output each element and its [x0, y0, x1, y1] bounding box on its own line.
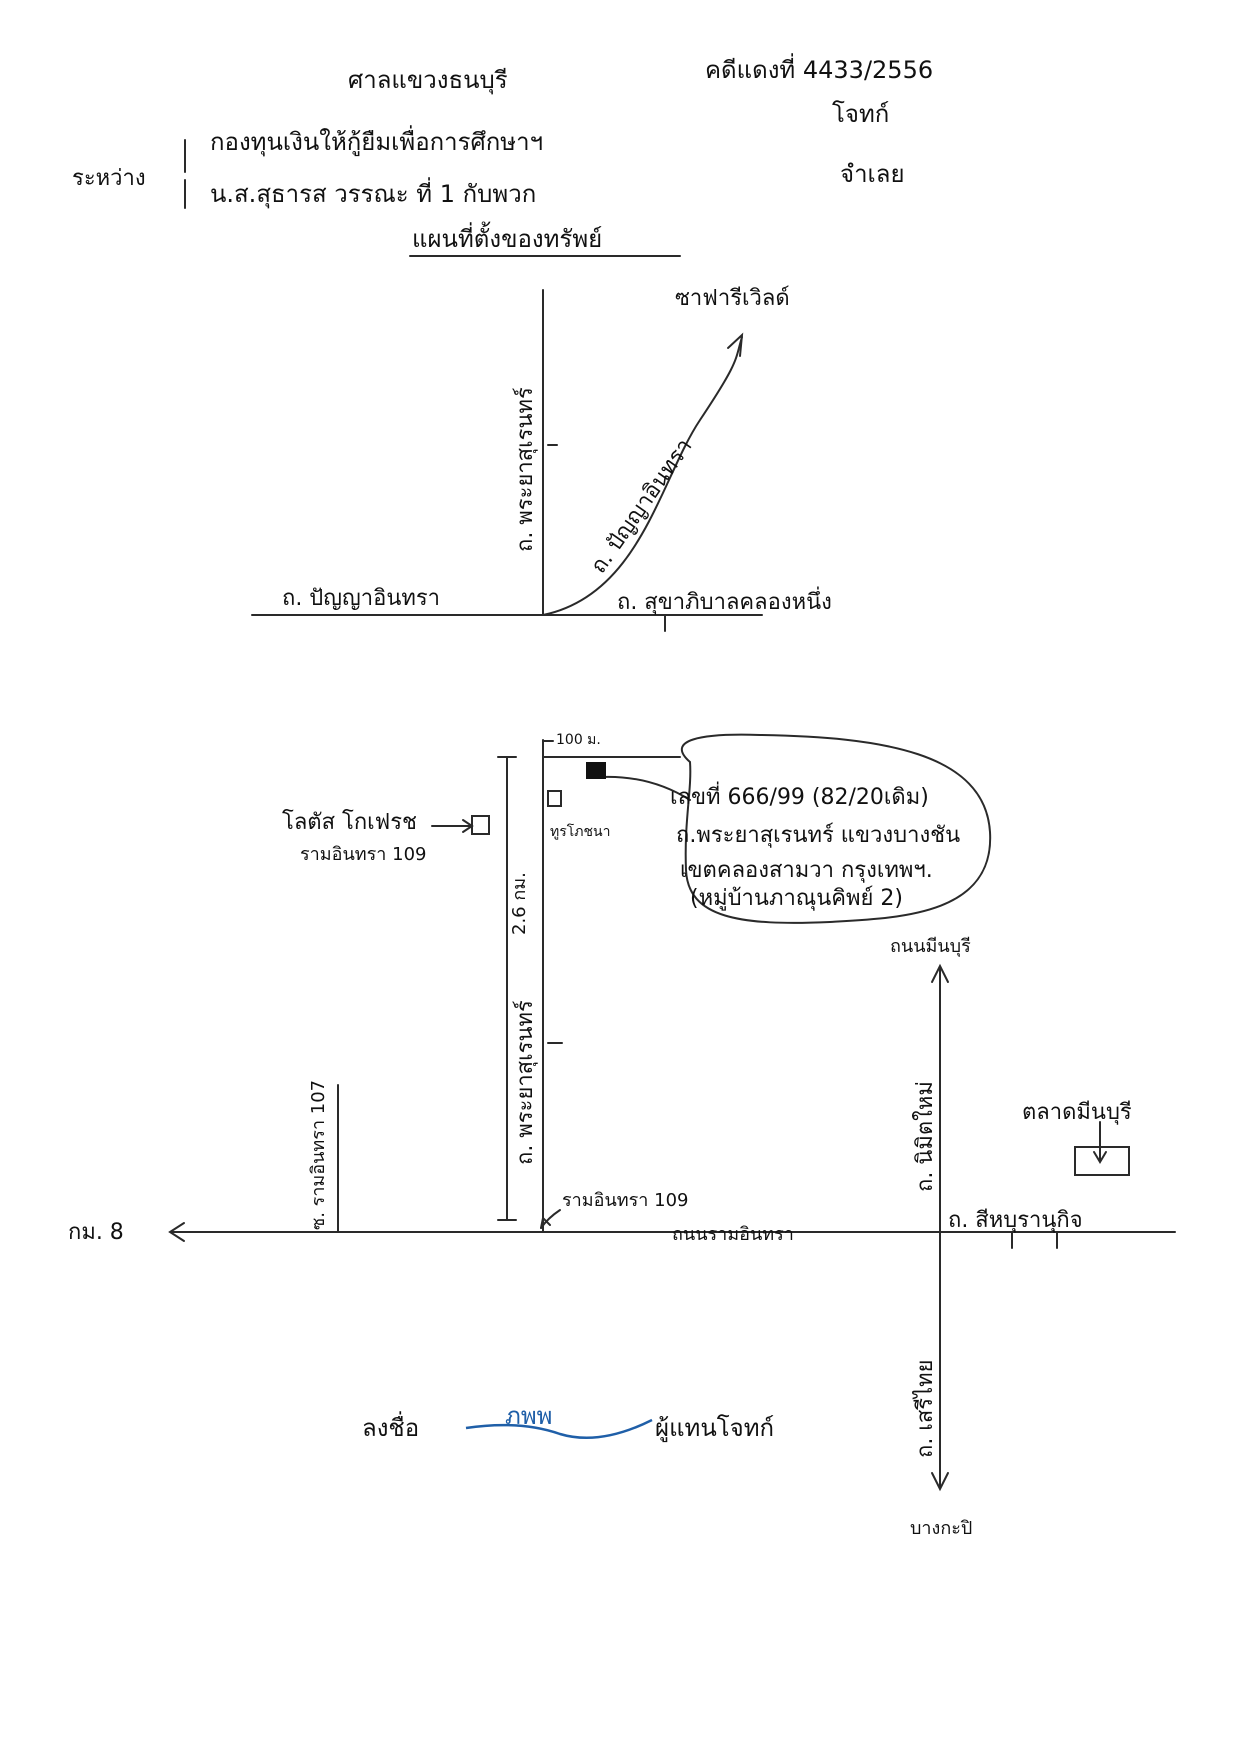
signature-scribble: ภพพ — [505, 1402, 553, 1430]
label-ramindra: ถนนรามอินทรา — [672, 1224, 794, 1245]
arrowhead-ram109 — [540, 1215, 551, 1229]
label-seri-thai: ถ. เสรีไทย — [913, 1359, 938, 1458]
market-box — [1074, 1146, 1130, 1176]
property-bubble — [680, 733, 992, 924]
label-ram-109: รามอินทรา 109 — [562, 1190, 689, 1211]
between-label: ระหว่าง — [72, 166, 146, 191]
label-100m: 100 ม. — [556, 732, 601, 748]
label-chong-nonsi: ถ. สีหบุรานุกิจ — [948, 1208, 1083, 1233]
defendant-role: จำเลย — [840, 160, 905, 188]
property-line-3: เขตคลองสามวา กรุงเทพฯ. — [680, 858, 933, 883]
case-number: คดีแดงที่ 4433/2556 — [705, 56, 934, 84]
plaintiff-name: กองทุนเงินให้กู้ยืมเพื่อการศึกษาฯ — [210, 128, 544, 156]
property-line-2: ถ.พระยาสุเรนทร์ แขวงบางชัน — [676, 823, 961, 848]
label-lotus-sub: รามอินทรา 109 — [300, 844, 427, 865]
court-name: ศาลแขวงธนบุรี — [348, 66, 508, 94]
label-bangkapi: บางกะปิ — [910, 1518, 973, 1539]
label-kuru: ทูรโภชนา — [550, 824, 611, 840]
label-nimit: ถ. นิมิตใหม่ — [913, 1081, 938, 1192]
label-lotus: โลตัส โกเฟรช — [282, 810, 417, 835]
label-phraya-suren-north: ถ. พระยาสุเรนทร์ — [513, 387, 538, 552]
signature-label: ลงชื่อ — [362, 1414, 420, 1442]
lotus-box — [471, 815, 490, 835]
arrow-bangkapi — [931, 1472, 949, 1492]
label-soi-107: ซ. รามอินทรา 107 — [308, 1079, 329, 1230]
label-km8: กม. 8 — [68, 1220, 124, 1245]
label-sukha-east: ถ. สุขาภิบาลคลองหนึ่ง — [617, 590, 832, 615]
label-safari-world: ซาฟารีเวิลด์ — [675, 286, 790, 311]
arrow-min-buri-north — [931, 963, 949, 983]
label-market: ตลาดมีนบุรี — [1022, 1100, 1132, 1125]
plaintiff-role: โจทก์ — [832, 100, 890, 128]
defendant-name: น.ส.สุธารส วรรณะ ที่ 1 กับพวก — [210, 180, 537, 208]
label-phraya-suren-south: ถ. พระยาสุเรนทร์ — [513, 1000, 538, 1165]
bubble-leader — [600, 775, 691, 801]
label-panya-west: ถ. ปัญญาอินทรา — [282, 586, 441, 611]
map-title: แผนที่ตั้งของทรัพย์ — [412, 225, 603, 253]
signature-role: ผู้แทนโจทก์ — [655, 1414, 775, 1442]
arrow-km8 — [168, 1222, 185, 1242]
property-line-4: (หมู่บ้านภาณุนคิพย์ 2) — [690, 886, 903, 911]
road-panya-diagonal — [542, 336, 743, 616]
kuru-icon — [547, 790, 562, 807]
arrow-safari — [727, 332, 744, 357]
property-marker — [586, 762, 606, 779]
property-line-1: เลขที่ 666/99 (82/20เดิม) — [670, 785, 929, 810]
label-min-buri-north: ถนนมีนบุรี — [890, 936, 971, 957]
signature-scribble-stroke — [465, 1418, 653, 1440]
arrowhead-market — [1093, 1151, 1107, 1164]
label-2-6km: 2.6 กม. — [509, 872, 530, 935]
